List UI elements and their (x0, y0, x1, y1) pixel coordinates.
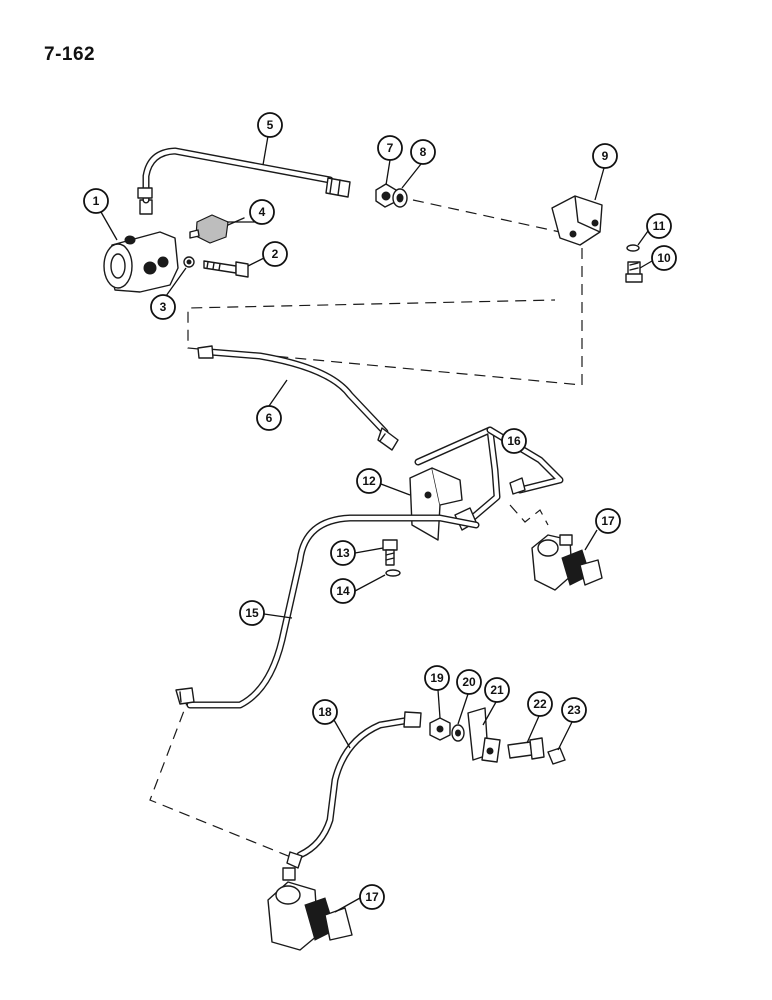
svg-text:7: 7 (387, 141, 394, 155)
svg-text:20: 20 (462, 675, 476, 689)
svg-text:16: 16 (507, 434, 521, 448)
svg-text:23: 23 (567, 703, 581, 717)
switch-part-4 (189, 214, 245, 244)
svg-text:17: 17 (365, 890, 379, 904)
callout-23: 23 (561, 697, 587, 723)
callout-17-upper: 17 (595, 508, 621, 534)
svg-text:10: 10 (657, 251, 671, 265)
callout-11: 11 (646, 213, 672, 239)
callout-10: 10 (651, 245, 677, 271)
bolt-part-13 (382, 539, 398, 566)
svg-text:11: 11 (653, 219, 666, 233)
svg-text:22: 22 (533, 697, 547, 711)
brake-line-part-18 (286, 711, 422, 869)
callout-16: 16 (501, 428, 527, 454)
callout-6: 6 (256, 405, 282, 431)
svg-text:3: 3 (160, 300, 167, 314)
washer-part-8 (392, 188, 408, 208)
svg-text:9: 9 (602, 149, 609, 163)
washer-part-14 (385, 569, 401, 577)
svg-text:18: 18 (318, 705, 332, 719)
callout-18: 18 (312, 699, 338, 725)
washer-part-3 (183, 256, 195, 268)
callout-9: 9 (592, 143, 618, 169)
callout-3: 3 (150, 294, 176, 320)
svg-text:21: 21 (490, 683, 504, 697)
valve-body-part-1 (103, 199, 179, 293)
svg-text:17: 17 (601, 514, 615, 528)
svg-text:12: 12 (362, 474, 376, 488)
washer-part-20 (451, 724, 465, 742)
hose-part-6 (197, 345, 399, 451)
callout-4: 4 (249, 199, 275, 225)
callout-21: 21 (484, 677, 510, 703)
svg-text:4: 4 (259, 205, 266, 219)
callout-5: 5 (257, 112, 283, 138)
clip-part-21 (467, 707, 501, 763)
svg-text:13: 13 (336, 546, 350, 560)
bolt-part-2 (203, 260, 249, 278)
svg-text:19: 19 (430, 671, 444, 685)
callout-20: 20 (456, 669, 482, 695)
lock-washer-part-11 (626, 244, 640, 252)
svg-text:2: 2 (272, 247, 279, 261)
svg-text:6: 6 (266, 411, 273, 425)
callout-1: 1 (83, 188, 109, 214)
svg-text:5: 5 (267, 118, 274, 132)
bracket-part-12 (409, 467, 463, 541)
callout-14: 14 (330, 578, 356, 604)
wheel-cylinder-part-17-upper (531, 534, 603, 591)
callout-8: 8 (410, 139, 436, 165)
callout-19: 19 (424, 665, 450, 691)
bleeder-screw-part-22 (507, 737, 545, 760)
bleeder-cap-part-23 (547, 747, 566, 765)
alignment-dashes (149, 199, 583, 861)
callouts: 1 2 3 4 5 6 7 8 9 10 11 12 13 14 15 16 1… (83, 112, 677, 913)
nut-part-7 (375, 183, 397, 208)
callout-2: 2 (262, 241, 288, 267)
callout-15: 15 (239, 600, 265, 626)
nut-part-19 (429, 717, 451, 741)
svg-text:1: 1 (93, 194, 100, 208)
brake-line-part-15 (175, 514, 480, 709)
brake-tube-part-5 (137, 147, 351, 204)
callout-12: 12 (356, 468, 382, 494)
svg-text:15: 15 (245, 606, 259, 620)
svg-text:14: 14 (336, 584, 350, 598)
callout-7: 7 (377, 135, 403, 161)
bracket-part-9 (551, 195, 603, 246)
callout-22: 22 (527, 691, 553, 717)
bolt-part-10 (625, 261, 643, 283)
callout-17-lower: 17 (359, 884, 385, 910)
callout-13: 13 (330, 540, 356, 566)
page-number: 7-162 (44, 44, 96, 65)
svg-text:8: 8 (420, 145, 427, 159)
wheel-cylinder-part-17-lower (267, 867, 353, 951)
